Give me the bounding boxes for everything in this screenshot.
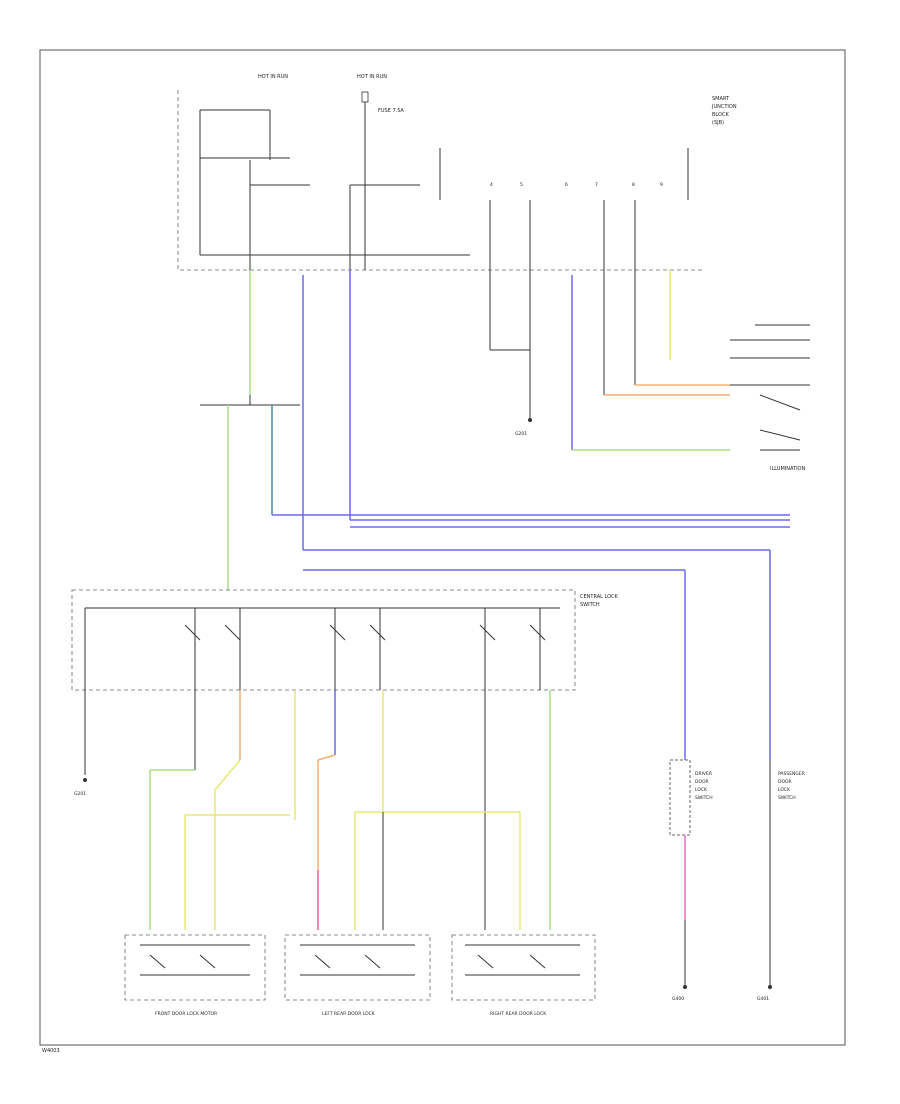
switch-block-border bbox=[71, 589, 576, 691]
connector-pins: 4 5 6 7 8 9 bbox=[490, 182, 663, 188]
svg-text:G201: G201 bbox=[74, 791, 86, 797]
wire-bundle-top bbox=[249, 200, 671, 550]
svg-text:DRIVER: DRIVER bbox=[695, 771, 712, 777]
door-lock-actuator-1: FRONT DOOR LOCK MOTOR bbox=[124, 934, 266, 1017]
svg-text:6: 6 bbox=[565, 182, 568, 188]
illumination-label: ILLUMINATION bbox=[770, 466, 805, 472]
svg-text:LOCK: LOCK bbox=[695, 787, 708, 793]
sjb-label: SMART JUNCTION BLOCK (SJB) bbox=[711, 96, 737, 126]
svg-text:JUNCTION: JUNCTION bbox=[711, 104, 737, 110]
switch-output-wires bbox=[84, 690, 551, 930]
actuator-crossing-wires bbox=[149, 754, 521, 930]
ground-left: G201 bbox=[74, 778, 87, 797]
illumination-wiring bbox=[572, 324, 810, 451]
svg-text:SWITCH: SWITCH bbox=[695, 795, 713, 801]
svg-text:9: 9 bbox=[660, 182, 663, 188]
svg-text:5: 5 bbox=[520, 182, 523, 188]
svg-text:LOCK: LOCK bbox=[778, 787, 791, 793]
svg-text:FRONT DOOR LOCK MOTOR: FRONT DOOR LOCK MOTOR bbox=[155, 1011, 217, 1017]
driver-door-lock-switch: DRIVER DOOR LOCK SWITCH G400 bbox=[669, 759, 713, 1002]
svg-text:G201: G201 bbox=[515, 431, 527, 437]
svg-text:DOOR: DOOR bbox=[695, 779, 709, 785]
svg-text:LEFT REAR DOOR LOCK: LEFT REAR DOOR LOCK bbox=[322, 1011, 376, 1017]
switch-block-internals bbox=[84, 607, 560, 690]
hot-label-2: HOT IN RUN bbox=[357, 74, 387, 80]
passenger-door-lock-switch: PASSENGER DOOR LOCK SWITCH G401 bbox=[757, 760, 805, 1002]
ground-g201-top: G201 bbox=[515, 418, 532, 437]
svg-text:PASSENGER: PASSENGER bbox=[778, 771, 805, 777]
bus-wires bbox=[272, 514, 790, 760]
hot-label-1: HOT IN RUN bbox=[258, 74, 288, 80]
svg-text:8: 8 bbox=[632, 182, 635, 188]
figure-id: W4003 bbox=[42, 1048, 60, 1054]
top-block-border bbox=[177, 90, 705, 271]
svg-text:DOOR: DOOR bbox=[778, 779, 792, 785]
door-lock-actuator-3: RIGHT REAR DOOR LOCK bbox=[451, 934, 596, 1017]
fuse-label: FUSE 7.5A bbox=[378, 108, 404, 114]
svg-text:CENTRAL LOCK: CENTRAL LOCK bbox=[580, 594, 619, 600]
svg-text:G400: G400 bbox=[672, 996, 684, 1002]
svg-text:7: 7 bbox=[595, 182, 598, 188]
switch-block-label: CENTRAL LOCK SWITCH bbox=[580, 594, 619, 608]
svg-text:RIGHT REAR DOOR LOCK: RIGHT REAR DOOR LOCK bbox=[490, 1011, 547, 1017]
svg-text:SWITCH: SWITCH bbox=[580, 602, 600, 608]
relay-circuit bbox=[199, 91, 470, 270]
door-lock-actuator-2: LEFT REAR DOOR LOCK bbox=[284, 934, 431, 1017]
svg-text:BLOCK: BLOCK bbox=[712, 112, 729, 118]
svg-text:G401: G401 bbox=[757, 996, 769, 1002]
svg-text:SWITCH: SWITCH bbox=[778, 795, 796, 801]
diagram-frame bbox=[39, 49, 846, 1046]
svg-text:SMART: SMART bbox=[712, 96, 730, 102]
svg-text:4: 4 bbox=[490, 182, 493, 188]
svg-text:(SJB): (SJB) bbox=[712, 120, 724, 126]
